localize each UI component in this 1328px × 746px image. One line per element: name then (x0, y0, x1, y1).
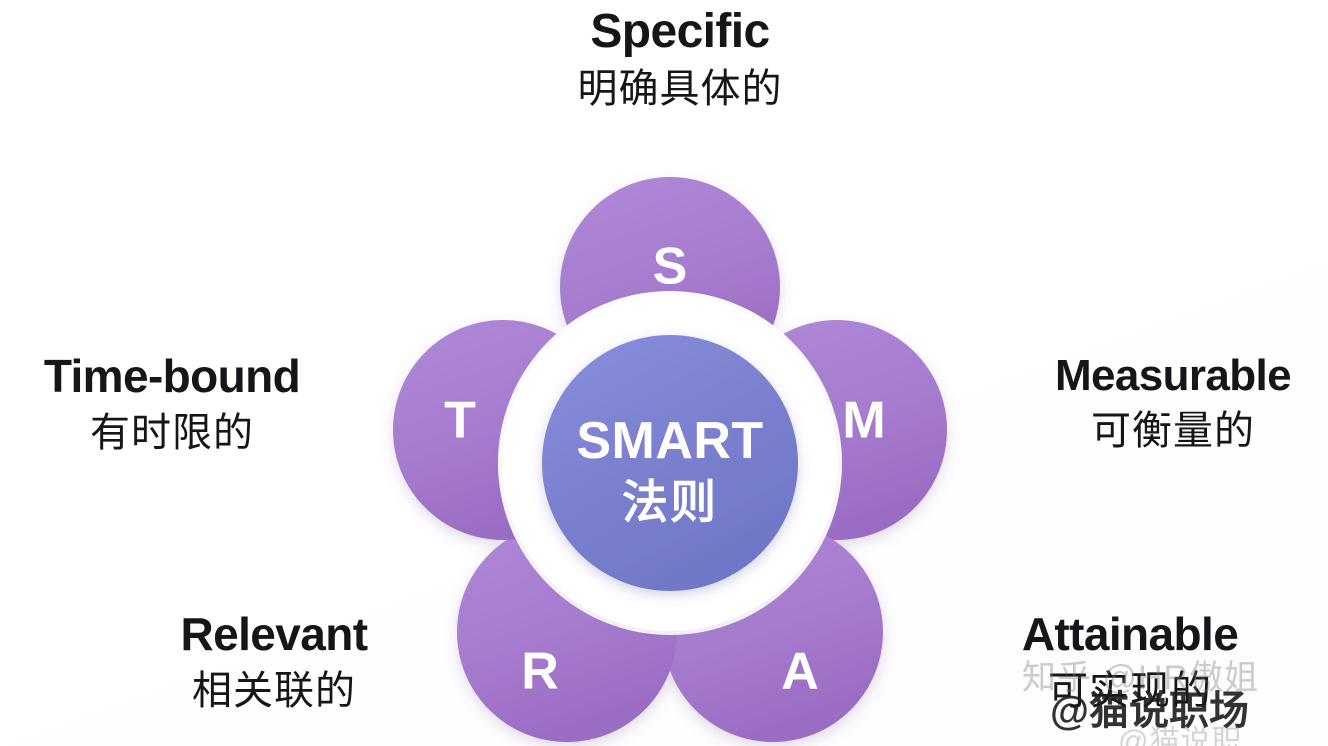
petal-letter-specific: S (653, 238, 688, 296)
label-attainable-en: Attainable (1021, 608, 1239, 660)
label-measurable-zh: 可衡量的 (1091, 408, 1255, 453)
label-specific-zh: 明确具体的 (577, 66, 783, 111)
petal-letter-time-bound: T (444, 392, 476, 450)
center-label-en: SMART (576, 412, 763, 470)
label-specific: Specific 明确具体的 (430, 6, 930, 111)
label-relevant-en: Relevant (180, 608, 369, 660)
label-relevant-zh: 相关联的 (192, 668, 356, 713)
label-time-bound: Time-bound 有时限的 (0, 350, 352, 455)
center-label-zh: 法则 (622, 476, 718, 528)
label-time-bound-zh: 有时限的 (90, 410, 254, 455)
label-attainable-zh: 可实现的 (1048, 668, 1212, 713)
center-circle[interactable] (542, 335, 798, 591)
watermark-zhihu: 知乎 @HR傲姐 (1022, 659, 1260, 697)
petal-letter-relevant: R (521, 643, 559, 701)
smart-flower-graphic: SMART 法则 S M A R T (393, 177, 947, 742)
watermark-author-faint: @猫说职 (1118, 725, 1243, 746)
petal-letter-measurable: M (842, 392, 885, 450)
label-measurable-en: Measurable (1054, 351, 1292, 400)
label-measurable: Measurable 可衡量的 (1008, 352, 1328, 453)
watermark-author: @猫说职场 (1050, 689, 1250, 733)
label-relevant: Relevant 相关联的 (94, 608, 454, 713)
label-specific-en: Specific (590, 5, 770, 58)
label-time-bound-en: Time-bound (43, 350, 301, 402)
petal-letter-attainable: A (781, 643, 819, 701)
label-attainable: Attainable 可实现的 (930, 608, 1328, 713)
